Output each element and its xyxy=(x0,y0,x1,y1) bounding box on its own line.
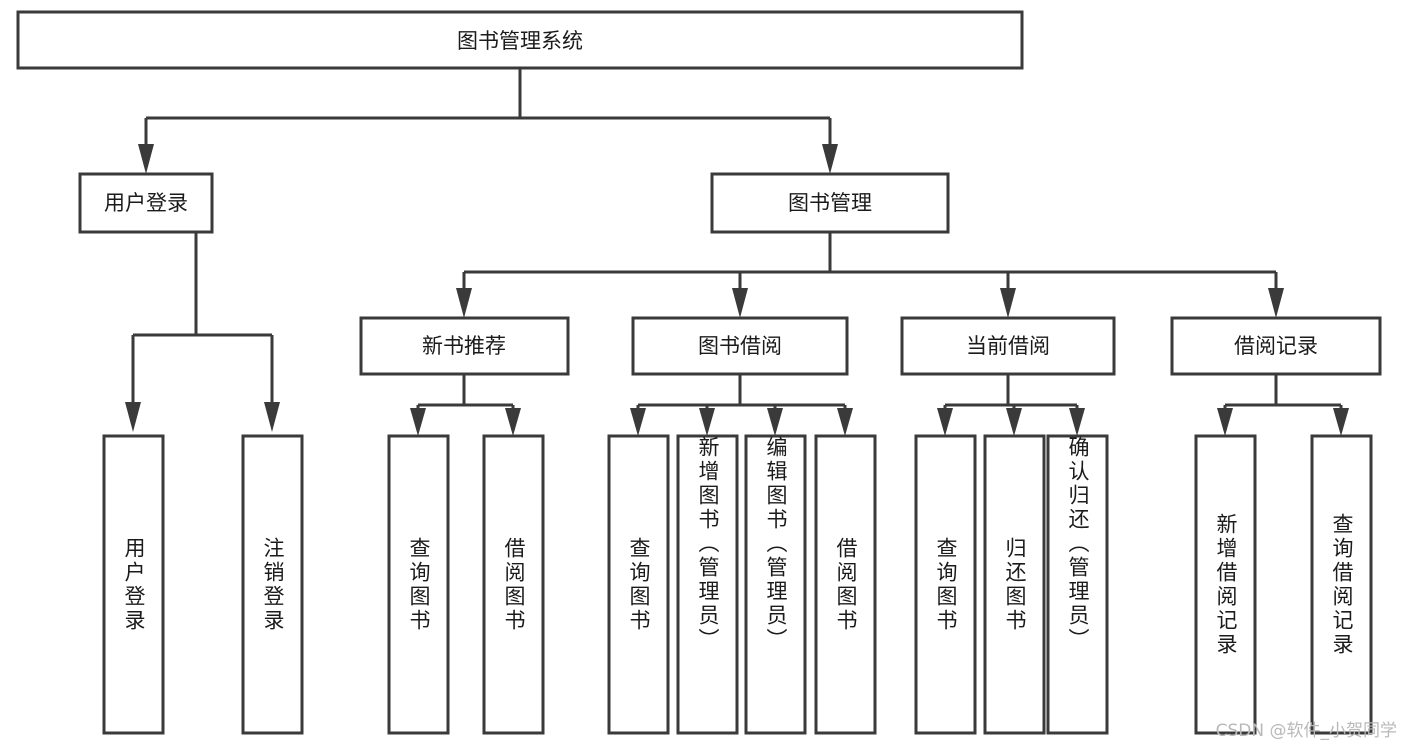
node-leaf-add-book-box[interactable] xyxy=(676,434,739,735)
node-leaf-query-book-nb-box[interactable] xyxy=(387,434,450,735)
arrow-book-manage-to-new-book xyxy=(456,288,472,318)
node-leaf-borrow-book-bb-box[interactable] xyxy=(814,434,877,735)
node-new-book-recommend-box[interactable] xyxy=(359,316,570,376)
node-user-login-label: 用户登录 xyxy=(104,191,188,215)
node-leaf-query-record-box[interactable] xyxy=(1310,434,1373,735)
edges-new-book-to-leaves xyxy=(410,374,521,436)
node-current-borrow-label: 当前借阅 xyxy=(966,334,1050,358)
edges-book-manage-to-level3 xyxy=(456,232,1284,318)
arrow-root-to-user-login xyxy=(138,144,154,174)
arrow-book-borrow-child3 xyxy=(767,408,783,436)
node-borrow-record-label: 借阅记录 xyxy=(1234,334,1318,358)
node-new-book-recommend-label: 新书推荐 xyxy=(422,334,506,358)
edges-book-borrow-to-leaves xyxy=(630,374,853,436)
node-root-label: 图书管理系统 xyxy=(457,29,583,53)
arrow-book-borrow-child1 xyxy=(630,408,646,436)
arrow-book-manage-to-borrow xyxy=(732,288,748,318)
node-leaf-borrow-book-nb-box[interactable] xyxy=(482,434,545,735)
node-book-manage-label: 图书管理 xyxy=(788,191,872,215)
node-leaf-logout-box[interactable] xyxy=(241,434,304,735)
arrow-new-book-child2 xyxy=(505,408,521,436)
node-leaf-edit-book-box[interactable] xyxy=(744,434,807,735)
node-leaf-confirm-return-box[interactable] xyxy=(1046,434,1109,735)
arrow-borrow-record-child2 xyxy=(1333,408,1349,436)
node-leaf-return-book-box[interactable] xyxy=(983,434,1046,735)
node-current-borrow-box[interactable] xyxy=(900,316,1116,376)
arrow-current-borrow-child1 xyxy=(937,408,953,436)
arrow-book-borrow-child2 xyxy=(699,408,715,436)
arrow-current-borrow-child3 xyxy=(1069,408,1085,436)
node-leaf-query-book-cb-box[interactable] xyxy=(914,434,977,735)
edges-root-to-level2 xyxy=(138,68,838,174)
node-leaf-add-record-box[interactable] xyxy=(1194,434,1257,735)
arrow-root-to-book-manage xyxy=(822,144,838,174)
node-user-login-box[interactable] xyxy=(78,172,214,234)
edges-user-login-to-leaves xyxy=(125,232,280,432)
node-book-borrow-box[interactable] xyxy=(631,316,849,376)
arrow-book-manage-to-current xyxy=(1000,288,1016,318)
edges-borrow-record-to-leaves xyxy=(1217,374,1349,436)
node-borrow-record-box[interactable] xyxy=(1170,316,1382,376)
node-book-borrow-label: 图书借阅 xyxy=(698,334,782,358)
node-leaf-query-book-bb-box[interactable] xyxy=(607,434,670,735)
arrow-book-manage-to-record xyxy=(1268,288,1284,318)
arrow-borrow-record-child1 xyxy=(1217,408,1233,436)
arrow-user-login-child2 xyxy=(264,402,280,432)
node-book-manage-box[interactable] xyxy=(710,172,950,234)
arrow-book-borrow-child4 xyxy=(837,408,853,436)
edges-current-borrow-to-leaves xyxy=(937,374,1085,436)
node-root-box[interactable] xyxy=(16,10,1024,70)
arrow-user-login-child1 xyxy=(125,402,141,432)
arrow-new-book-child1 xyxy=(410,408,426,436)
arrow-current-borrow-child2 xyxy=(1006,408,1022,436)
node-leaf-user-login-box[interactable] xyxy=(102,434,165,735)
